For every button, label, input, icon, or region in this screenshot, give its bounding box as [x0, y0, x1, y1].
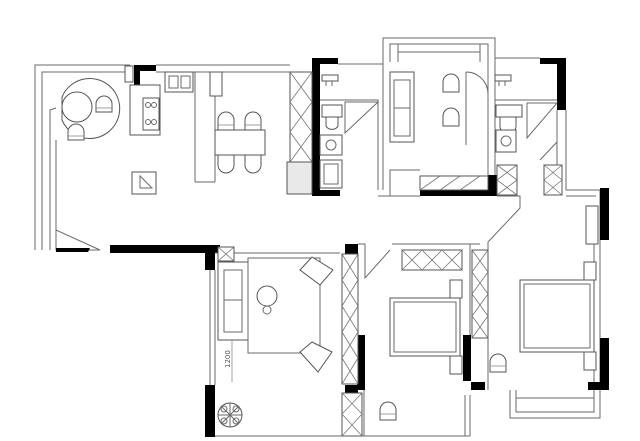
storage-cabinets [217, 71, 563, 437]
chair-icon [489, 353, 507, 373]
balcony-window-left [49, 107, 101, 252]
chair-icon [244, 111, 262, 131]
walls [110, 58, 609, 437]
living-room: 1200 [217, 256, 334, 428]
armchair-icon [299, 341, 333, 373]
washbasin-icon [319, 134, 343, 156]
fridge-icon [209, 71, 223, 97]
chair-icon [217, 154, 235, 174]
bathroom-2 [494, 74, 559, 161]
stool [131, 171, 157, 195]
sink-icon [164, 71, 194, 93]
balcony-lounge [61, 78, 121, 141]
bed-icon [389, 297, 461, 357]
bathroom-1 [319, 74, 380, 189]
chair-icon [95, 95, 113, 113]
dining-set [214, 111, 266, 174]
bedroom-3 [389, 71, 489, 145]
toilet-icon [495, 104, 523, 118]
chair-icon [442, 107, 460, 127]
bedroom-2 [379, 279, 463, 421]
dimension-label: 1200 [224, 350, 232, 368]
sofa-icon [217, 261, 249, 341]
kitchen [124, 65, 223, 136]
toilet-icon [321, 104, 343, 118]
chair-icon [379, 401, 397, 421]
chair-icon [217, 111, 235, 131]
plant-icon [217, 402, 243, 428]
chair-icon [442, 73, 460, 93]
stove-icon [142, 97, 160, 131]
armchair-icon [299, 256, 334, 286]
wardrobe-icon [471, 249, 489, 339]
partitions [194, 57, 567, 436]
bed-icon [519, 279, 595, 353]
chair-icon [67, 123, 85, 141]
master-bedroom [489, 205, 599, 373]
dining-table-icon [214, 129, 266, 156]
chair-icon [244, 154, 262, 174]
coffee-table-icon [256, 285, 278, 307]
round-table-icon [61, 91, 93, 123]
stool-icon [131, 171, 157, 195]
washbasin-icon [495, 129, 517, 153]
